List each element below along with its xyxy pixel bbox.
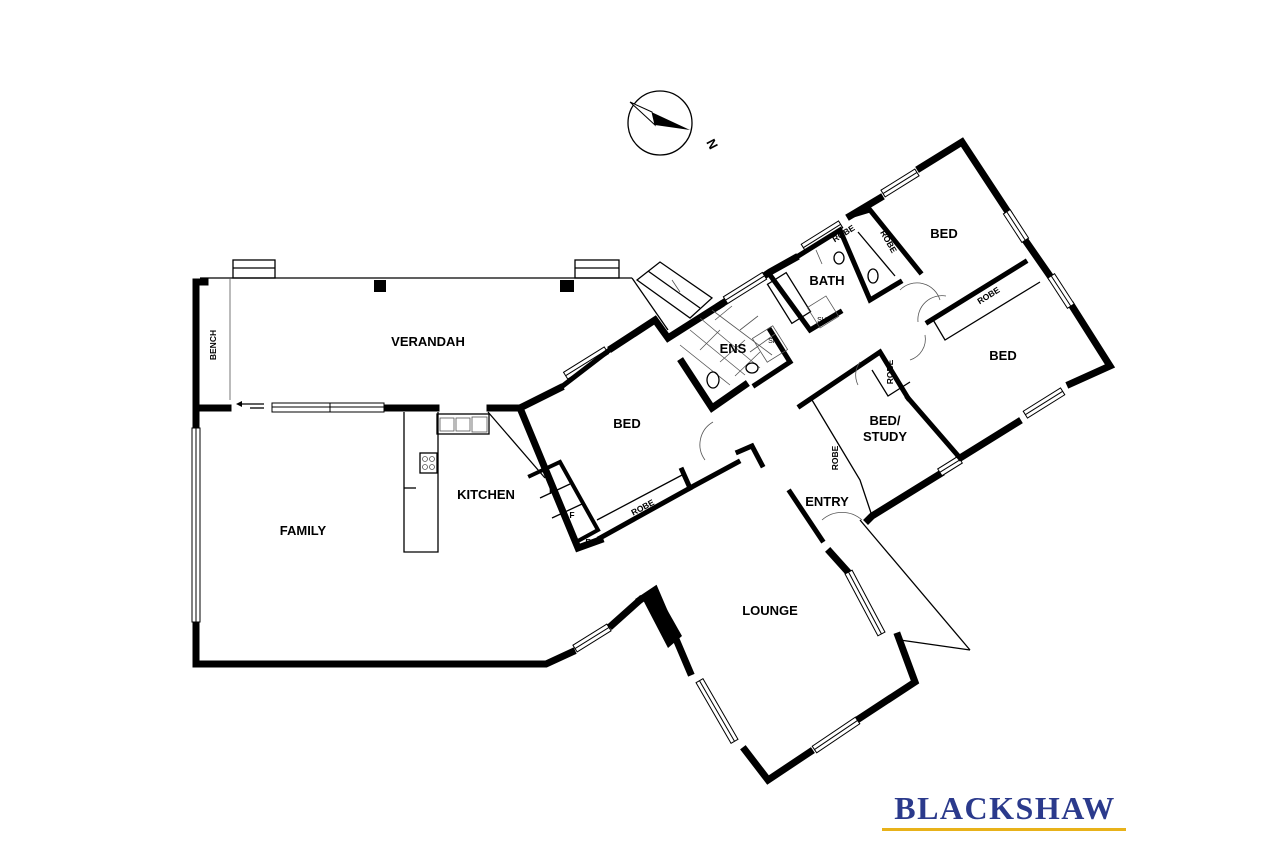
exterior-walls bbox=[192, 137, 1116, 785]
label-bench: BENCH bbox=[208, 330, 218, 360]
room-label-kitchen: KITCHEN bbox=[457, 487, 515, 502]
fixtures bbox=[706, 251, 879, 389]
room-label-bed-right: BED bbox=[989, 348, 1016, 363]
doors bbox=[699, 249, 947, 521]
room-label-bed-study-1: BED/ bbox=[869, 413, 900, 428]
room-label-bath: BATH bbox=[809, 273, 844, 288]
basin-icon bbox=[833, 251, 845, 265]
label-shower-ens: SH bbox=[768, 338, 778, 345]
room-label-bed-main: BED bbox=[613, 416, 640, 431]
room-label-verandah: VERANDAH bbox=[391, 334, 465, 349]
room-label-entry: ENTRY bbox=[805, 494, 849, 509]
cooktop-icon bbox=[419, 452, 438, 474]
brand-logo: BLACKSHAW bbox=[894, 790, 1116, 826]
fixture-labels: BENCH ROBE ROBE ROBE ROBE ROBE ROBE P F … bbox=[208, 223, 1002, 547]
compass-north-label: N bbox=[703, 136, 721, 151]
room-label-ens: ENS bbox=[720, 341, 747, 356]
basin-icon bbox=[745, 362, 759, 374]
room-label-lounge: LOUNGE bbox=[742, 603, 798, 618]
brand-underline bbox=[882, 828, 1126, 831]
room-label-family: FAMILY bbox=[280, 523, 327, 538]
label-fridge-1: F bbox=[569, 510, 574, 520]
toilet-icon bbox=[706, 371, 720, 389]
label-robe-study: ROBE bbox=[885, 359, 895, 384]
room-label-bed-top: BED bbox=[930, 226, 957, 241]
compass: N bbox=[627, 90, 721, 156]
label-pantry: P bbox=[549, 486, 555, 496]
label-shower-bath: SH bbox=[817, 317, 827, 324]
room-labels: VERANDAH FAMILY KITCHEN BED ENS BATH BED… bbox=[280, 226, 1017, 618]
label-fridge-2: F bbox=[585, 537, 590, 547]
sink-icon bbox=[436, 413, 490, 435]
room-label-bed-study-2: STUDY bbox=[863, 429, 907, 444]
windows bbox=[191, 168, 1075, 754]
interior-walls bbox=[403, 207, 1041, 651]
bathtub-icon bbox=[766, 271, 812, 325]
toilet-icon bbox=[867, 268, 879, 284]
verandah-area bbox=[200, 259, 714, 409]
fireplace bbox=[642, 590, 682, 648]
label-robe-bedstudy: ROBE bbox=[830, 445, 840, 470]
